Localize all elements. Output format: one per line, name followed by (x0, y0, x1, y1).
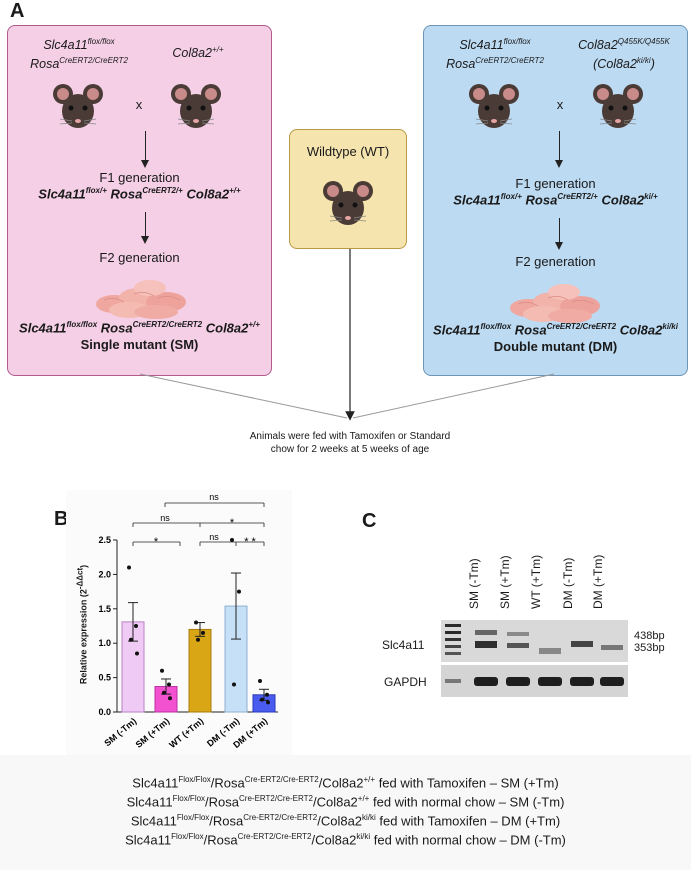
data-point (260, 697, 264, 702)
sm-parent1-genotype: Slc4a11flox/flox RosaCreERT2/CreERT2 (30, 37, 128, 72)
band-label-353bp: 353bp (634, 642, 665, 654)
gel-row-label-slc4a11: Slc4a11 (382, 638, 425, 652)
x-tick-label: SM (-Tm) (102, 716, 138, 748)
data-point (127, 565, 131, 570)
x-tick-label: SM (+Tm) (134, 716, 172, 750)
dm-mutant-label: Double mutant (DM) (493, 339, 618, 354)
genotype-legend (0, 755, 691, 870)
data-point (134, 624, 138, 628)
y-tick-label: 0.5 (98, 673, 111, 683)
expression-bar-chart: * ns * * ns * ns 0.0 0.5 1.0 1.5 2.0 2.5 SM (-… (98, 492, 278, 750)
y-tick-label: 2.5 (98, 535, 111, 545)
converging-arrows (139, 249, 555, 421)
sig-top: ns (209, 492, 219, 502)
sig-dm-pair: * * (244, 536, 256, 548)
mouse-icon (53, 84, 103, 128)
gel-bands-slc4a11 (445, 624, 623, 655)
panel-b-label: B (54, 508, 69, 530)
legend-line: Slc4a11Flox/Flox/RosaCre-ERT2/Cre-ERT2/C… (125, 832, 566, 848)
mouse-icon (171, 84, 221, 128)
legend-line: Slc4a11Flox/Flox/RosaCre-ERT2/Cre-ERT2/C… (126, 794, 565, 810)
data-point (266, 700, 270, 705)
pups-icon (510, 284, 600, 323)
sm-f1-genotype: Slc4a11flox/+ RosaCreERT2/+ Col8a2+/+ (38, 186, 241, 202)
bar (188, 628, 212, 713)
y-tick-label: 1.5 (98, 604, 111, 614)
data-point (129, 637, 133, 642)
sm-mutant-label: Single mutant (SM) (80, 337, 199, 352)
band-label-438bp: 438bp (634, 630, 665, 642)
double-mutant-breeding-box: Slc4a11flox/flox RosaCreERT2/CreERT2 Col… (423, 25, 688, 376)
mouse-icon (469, 84, 519, 128)
gel-bands-gapdh (445, 677, 624, 686)
dm-arrow-to-f1 (553, 131, 565, 168)
y-tick-label: 1.0 (98, 638, 111, 648)
dm-cross-symbol: x (556, 97, 564, 112)
gel-row-label-gapdh: GAPDH (384, 675, 427, 689)
mouse-icon (593, 84, 643, 128)
gel-image-slc4a11 (441, 620, 628, 662)
legend-line: Slc4a11Flox/Flox/RosaCre-ERT2/Cre-ERT2/C… (130, 813, 561, 829)
gel-lane-label: DM (+Tm) (591, 554, 605, 609)
data-point (167, 682, 171, 687)
feeding-note: Animals were fed with Tamoxifen or Stand… (249, 431, 451, 455)
sm-f2-label: F2 generation (99, 250, 180, 265)
panel-c-label: C (362, 510, 377, 532)
gel-lane-label: SM (-Tm) (467, 558, 481, 609)
data-point (196, 637, 200, 642)
pups-icon (96, 280, 186, 319)
dm-f1-label: F1 generation (515, 176, 596, 191)
dm-f2-genotype: Slc4a11flox/flox RosaCreERT2/CreERT2 Col… (433, 322, 678, 338)
wt-label: Wildtype (WT) (306, 144, 390, 159)
dm-f2-label: F2 generation (515, 254, 596, 269)
sm-arrow-to-f1 (139, 131, 151, 168)
gel-lane-label: DM (-Tm) (561, 557, 575, 609)
data-point (201, 630, 205, 635)
dm-parent2-genotype: Col8a2Q455K/Q455K (Col8a2ki/ki) (578, 37, 670, 72)
significance-annotations: * ns * * ns * ns (132, 492, 265, 548)
sig-sm-wt: ns (160, 513, 170, 523)
x-tick-label: WT (+Tm) (167, 716, 205, 750)
sig-wt-dmtm: * (230, 517, 235, 529)
data-point (168, 696, 172, 701)
mouse-icon (323, 181, 373, 225)
data-point (160, 668, 164, 673)
sm-parent2-genotype: Col8a2+/+ (172, 45, 224, 61)
gel-image-gapdh (441, 665, 628, 697)
gel-lane-label: WT (+Tm) (529, 554, 543, 609)
chart-background (66, 490, 292, 775)
dm-f1-genotype: Slc4a11flox/+ RosaCreERT2/+ Col8a2ki/+ (453, 192, 658, 208)
sig-wt-dm: ns (209, 532, 219, 542)
gel-lane-label: SM (+Tm) (498, 555, 512, 609)
data-point (265, 692, 269, 697)
dm-parent1-genotype: Slc4a11flox/flox RosaCreERT2/CreERT2 (446, 37, 544, 72)
panel-a-label: A (10, 0, 25, 22)
y-tick-label: 0.0 (98, 707, 111, 717)
sm-f1-label: F1 generation (99, 170, 180, 185)
y-tick-label: 2.0 (98, 569, 111, 579)
dm-arrow-to-f2 (553, 218, 565, 250)
data-point (258, 679, 262, 684)
sm-f2-genotype: Slc4a11flox/flox RosaCreERT2/CreERT2 Col… (19, 320, 260, 336)
data-point (194, 620, 198, 625)
sig-sm-pair: * (154, 536, 159, 548)
sm-cross-symbol: x (135, 97, 143, 112)
data-point (162, 690, 166, 695)
data-point (135, 651, 139, 656)
legend-line: Slc4a11Flox/Flox/RosaCre-ERT2/Cre-ERT2/C… (132, 775, 559, 791)
sm-arrow-to-f2 (139, 212, 151, 244)
data-point (232, 682, 236, 687)
data-point (237, 589, 241, 594)
wildtype-box: Wildtype (WT) (289, 129, 407, 249)
single-mutant-breeding-box: Slc4a11flox/flox RosaCreERT2/CreERT2 Col… (7, 25, 272, 376)
data-point (230, 538, 234, 542)
